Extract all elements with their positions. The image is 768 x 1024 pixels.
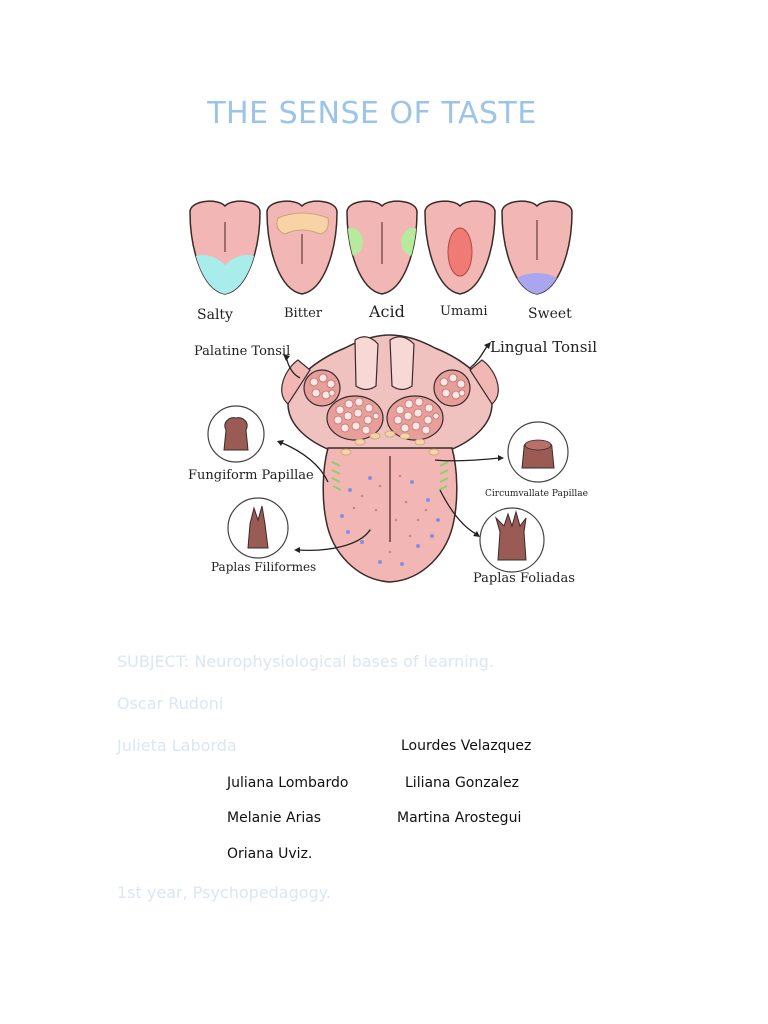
label-filiform-papillae: Paplas Filiformes <box>211 560 316 574</box>
arrow-heads <box>277 342 504 553</box>
tongue-illustration: Salty Bitter Acid Umami Sweet <box>188 200 597 586</box>
teacher-name-2: Julieta Laborda <box>117 736 237 755</box>
label-lingual-tonsil: Lingual Tonsil <box>490 338 597 356</box>
course-year: 1st year, Psychopedagogy. <box>117 883 331 902</box>
circumvallate-papilla-icon <box>507 421 569 483</box>
label-sweet: Sweet <box>528 306 572 322</box>
taste-diagram: Salty Bitter Acid Umami Sweet <box>170 190 610 600</box>
taste-map-sweet <box>501 200 573 295</box>
student-name: Lourdes Velazquez <box>401 738 532 754</box>
taste-map-acid <box>346 200 418 295</box>
label-bitter: Bitter <box>284 306 323 321</box>
taste-map-bitter <box>266 200 338 295</box>
student-name: Liliana Gonzalez <box>405 775 520 791</box>
student-name: Oriana Uviz. <box>227 846 313 862</box>
page-title: THE SENSE OF TASTE <box>207 96 537 131</box>
subject-line: SUBJECT: Neurophysiological bases of lea… <box>117 652 495 671</box>
filiform-papilla-icon <box>227 497 289 559</box>
label-fungiform-papillae: Fungiform Papillae <box>188 468 314 483</box>
student-name: Martina Arostegui <box>397 810 522 826</box>
label-umami: Umami <box>440 304 488 319</box>
taste-map-salty <box>189 200 261 295</box>
student-name: Melanie Arias <box>227 810 322 826</box>
label-foliate-papillae: Paplas Foliadas <box>473 571 575 586</box>
fungiform-papilla-icon <box>207 405 265 463</box>
label-salty: Salty <box>197 307 233 323</box>
big-tongue <box>281 334 499 583</box>
foliate-papilla-icon <box>479 507 545 573</box>
teacher-name-1: Oscar Rudoni <box>117 694 224 713</box>
callout-arrows <box>279 344 501 551</box>
student-name: Juliana Lombardo <box>227 775 349 791</box>
label-circumvallate-papillae: Circumvallate Papillae <box>485 489 588 499</box>
taste-map-umami <box>424 200 496 295</box>
label-acid: Acid <box>368 302 405 321</box>
label-palatine-tonsil: Palatine Tonsil <box>194 344 290 359</box>
